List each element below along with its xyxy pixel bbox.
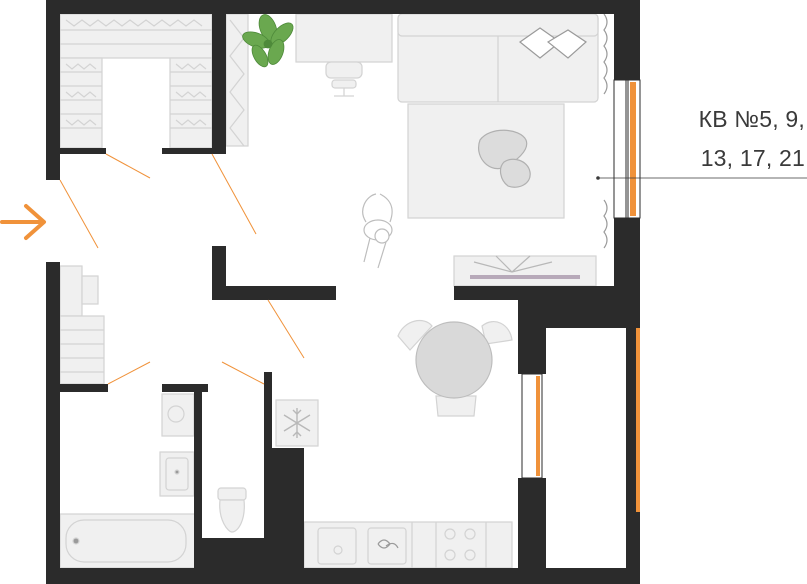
label-leader: [596, 176, 807, 180]
wardrobe-right: [169, 57, 213, 149]
sink: [159, 451, 195, 497]
apartment-numbers-line2: 13, 17, 21: [700, 145, 805, 171]
person-figure: [362, 193, 393, 269]
coffee-tables: [478, 129, 531, 188]
entrance-arrow-icon: [0, 204, 46, 240]
pillows: [518, 27, 587, 59]
bathtub: [59, 513, 197, 569]
wardrobe-left: [59, 57, 103, 149]
desk: [295, 13, 393, 63]
washing-machine: [161, 393, 195, 437]
hall-cabinet: [59, 265, 105, 385]
snowflake-icon: [283, 408, 311, 438]
toilet: [217, 487, 247, 533]
tv-stand: [453, 255, 597, 287]
desk-chair: [325, 61, 363, 97]
curtain: [603, 13, 608, 95]
plant-icon: [242, 14, 294, 68]
windows: [518, 79, 641, 512]
walls: [46, 0, 640, 584]
wardrobe-top: [59, 13, 213, 59]
sofa: [397, 13, 599, 103]
washing-machine-drum: [167, 405, 185, 423]
apartment-numbers-line1: КВ №5, 9,: [698, 106, 805, 132]
furniture-layer: [59, 13, 608, 569]
curtain-lower: [603, 199, 608, 249]
window-balcony: [636, 328, 640, 512]
dining-set: [397, 319, 513, 417]
door-swings: [59, 153, 305, 385]
kitchen-counter: [303, 521, 513, 569]
